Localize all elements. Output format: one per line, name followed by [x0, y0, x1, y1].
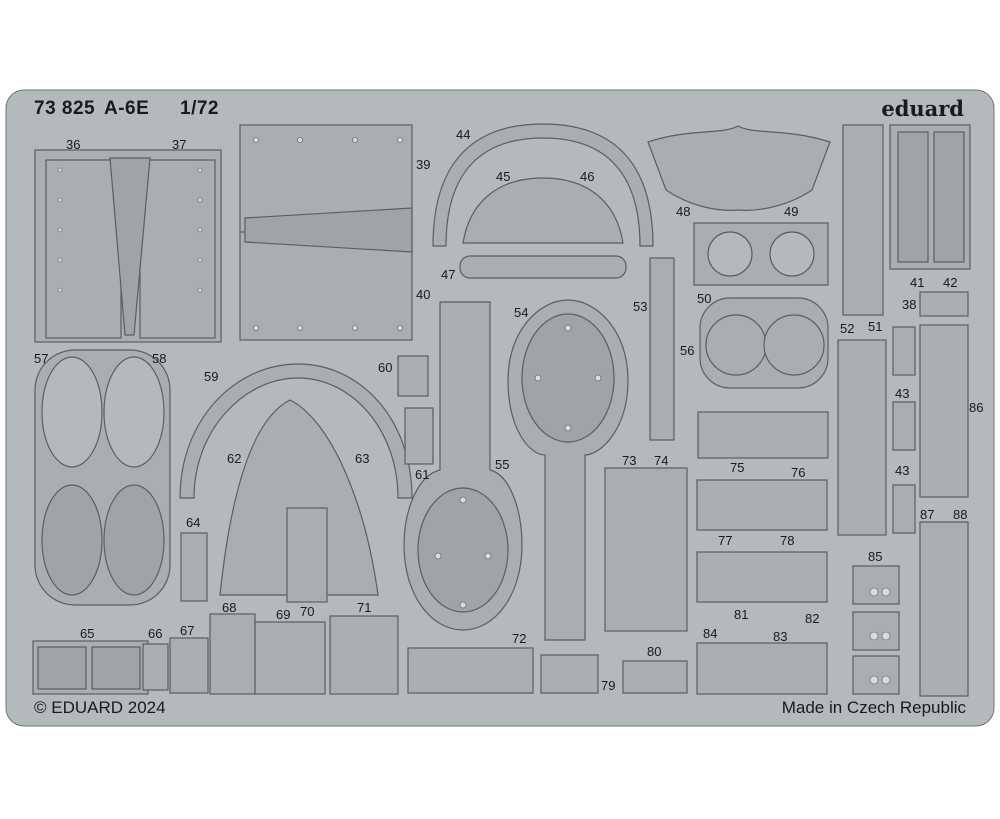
part-number-75: 75 — [730, 460, 745, 475]
part-number-46: 46 — [580, 169, 595, 184]
part-80 — [622, 660, 688, 694]
part-45-46 — [462, 177, 624, 244]
part-77-78 — [696, 479, 828, 531]
part-47 — [459, 255, 627, 279]
part-number-51: 51 — [868, 319, 883, 334]
part-87-88 — [919, 521, 969, 697]
part-number-56: 56 — [680, 343, 695, 358]
part-51-column — [842, 124, 884, 316]
part-number-59: 59 — [204, 369, 219, 384]
part-number-86: 86 — [969, 400, 984, 415]
part-number-64: 64 — [186, 515, 201, 530]
part-number-77: 77 — [718, 533, 733, 548]
sheet-model: A-6E — [104, 98, 150, 119]
part-number-49: 49 — [784, 204, 799, 219]
copyright: © EDUARD 2024 — [34, 698, 166, 717]
part-38 — [919, 291, 969, 317]
brand-logo-text: eduard — [881, 96, 964, 121]
part-number-68: 68 — [222, 600, 237, 615]
part-number-39: 39 — [416, 157, 431, 172]
part-67 — [169, 637, 209, 694]
part-number-41: 41 — [910, 275, 925, 290]
part-number-69: 69 — [276, 607, 291, 622]
part-number-82: 82 — [805, 611, 820, 626]
part-number-84: 84 — [703, 626, 718, 641]
part-52 — [837, 339, 887, 536]
part-68 — [209, 613, 256, 695]
part-number-36: 36 — [66, 137, 81, 152]
part-number-74: 74 — [654, 453, 669, 468]
sheet-code: 73 825 — [34, 98, 96, 119]
part-number-55: 55 — [495, 457, 510, 472]
part-73-74 — [604, 467, 688, 632]
part-number-43b: 43 — [895, 463, 910, 478]
part-75-76 — [697, 411, 829, 459]
part-number-40: 40 — [416, 287, 431, 302]
part-81-82 — [696, 551, 828, 603]
part-60 — [397, 355, 429, 397]
part-number-81: 81 — [734, 607, 749, 622]
part-83-84 — [696, 642, 828, 695]
part-number-53: 53 — [633, 299, 648, 314]
part-number-87: 87 — [920, 507, 935, 522]
part-number-60: 60 — [378, 360, 393, 375]
part-number-71: 71 — [357, 600, 372, 615]
part-number-38: 38 — [902, 297, 917, 312]
part-number-48: 48 — [676, 204, 691, 219]
part-61 — [404, 407, 434, 465]
sheet-scale: 1/72 — [180, 98, 219, 119]
part-number-79: 79 — [601, 678, 616, 693]
part-number-78: 78 — [780, 533, 795, 548]
origin: Made in Czech Republic — [781, 698, 966, 717]
part-43a — [892, 326, 916, 376]
part-48-49 — [647, 125, 831, 211]
part-62-63 — [219, 399, 379, 596]
part-85 — [852, 565, 900, 605]
part-number-45: 45 — [496, 169, 511, 184]
part-number-42: 42 — [943, 275, 958, 290]
part-number-70: 70 — [300, 604, 315, 619]
part-number-47: 47 — [441, 267, 456, 282]
part-59 — [179, 363, 413, 499]
part-number-58: 58 — [152, 351, 167, 366]
part-43b — [892, 484, 916, 534]
part-79 — [540, 654, 599, 694]
part-number-85: 85 — [868, 549, 883, 564]
part-number-66: 66 — [148, 626, 163, 641]
part-86 — [919, 324, 969, 498]
part-number-54: 54 — [514, 305, 529, 320]
part-66 — [142, 643, 169, 691]
part-number-65: 65 — [80, 626, 95, 641]
part-number-76: 76 — [791, 465, 806, 480]
part-number-72: 72 — [512, 631, 527, 646]
part-number-83: 83 — [773, 629, 788, 644]
part-number-52: 52 — [840, 321, 855, 336]
part-72 — [407, 647, 534, 694]
part-number-80: 80 — [647, 644, 662, 659]
part-number-44: 44 — [456, 127, 471, 142]
part-number-37: 37 — [172, 137, 187, 152]
part-number-57: 57 — [34, 351, 49, 366]
part-number-63: 63 — [355, 451, 370, 466]
part-53 — [649, 257, 675, 441]
part-number-88: 88 — [953, 507, 968, 522]
part-number-62: 62 — [227, 451, 242, 466]
part-69 — [254, 621, 326, 695]
part-44 — [432, 123, 654, 247]
part-number-61: 61 — [415, 467, 430, 482]
part-70 — [286, 507, 328, 603]
part-number-73: 73 — [622, 453, 637, 468]
part-number-43a: 43 — [895, 386, 910, 401]
part-number-50: 50 — [697, 291, 712, 306]
part-64 — [180, 532, 208, 602]
part-71 — [329, 615, 399, 695]
part-number-67: 67 — [180, 623, 195, 638]
